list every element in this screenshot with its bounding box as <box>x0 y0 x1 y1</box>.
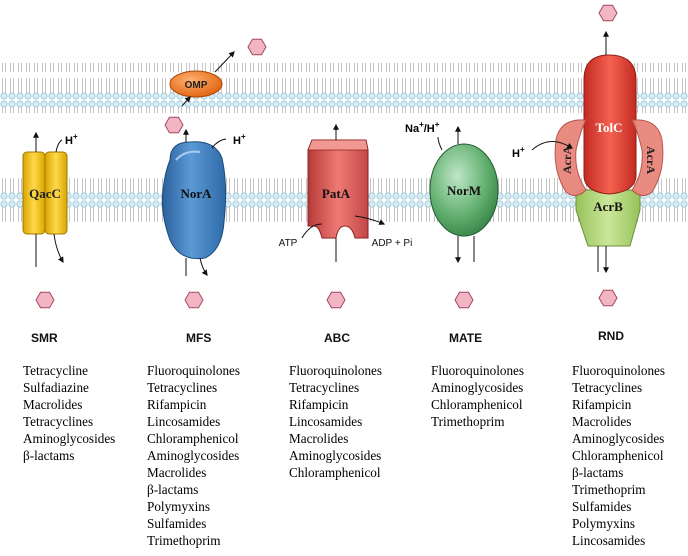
drug-item: Chloramphenicol <box>147 431 239 446</box>
drug-molecule-icon <box>35 291 55 309</box>
nora-transporter <box>161 141 227 260</box>
outer-membrane <box>0 63 688 113</box>
acra-left-label: AcrA <box>560 146 574 174</box>
na-h-label: Na+/H+ <box>405 120 440 135</box>
family-label-mfs: MFS <box>186 331 212 345</box>
h-label-rnd: H+ <box>512 145 525 160</box>
qacc-h-arrow <box>55 139 63 153</box>
drug-item: β-lactams <box>572 465 624 480</box>
omp-label: OMP <box>185 80 208 91</box>
atp-arrow <box>301 223 323 239</box>
drug-item: Aminoglycosides <box>572 431 665 446</box>
drug-molecule-icon <box>184 291 204 309</box>
drug-molecule-icon <box>598 289 618 307</box>
nora-h-arrow <box>211 138 227 149</box>
rnd-h-arrow <box>531 141 574 151</box>
drug-item: Fluoroquinolones <box>572 363 666 378</box>
drug-item: Trimethoprim <box>572 482 646 497</box>
tolc-transporter <box>583 54 637 195</box>
drug-item: Tetracyclines <box>289 380 360 395</box>
norm-na-arrow <box>437 136 443 151</box>
drug-item: Rifampicin <box>289 397 349 412</box>
drug-item: Sulfadiazine <box>23 380 89 395</box>
drug-item: Chloramphenicol <box>572 448 664 463</box>
drug-molecule-icon <box>454 291 474 309</box>
drug-item: Fluoroquinolones <box>431 363 525 378</box>
pata-transporter <box>307 139 369 239</box>
norm-label: NorM <box>447 183 481 198</box>
drug-item: Macrolides <box>289 431 349 446</box>
drug-item: Rifampicin <box>147 397 207 412</box>
acra-right <box>631 119 664 196</box>
atp-label: ATP <box>279 238 298 249</box>
omp-out-arrow <box>214 51 235 73</box>
drug-item: Chloramphenicol <box>431 397 523 412</box>
drug-item: Macrolides <box>572 414 632 429</box>
drug-molecule-icon <box>247 38 267 56</box>
qacc-transporter: QacC <box>22 151 68 235</box>
drug-item: Chloramphenicol <box>289 465 381 480</box>
drug-item: Fluoroquinolones <box>289 363 383 378</box>
family-label-mate: MATE <box>449 331 483 345</box>
qacc-label: QacC <box>29 186 61 201</box>
drug-molecule-icon <box>164 116 184 134</box>
drug-molecules <box>35 4 618 309</box>
drug-item: Fluoroquinolones <box>147 363 241 378</box>
drug-item: Sulfamides <box>572 499 632 514</box>
omp-porin <box>169 70 223 98</box>
drug-item: Trimethoprim <box>147 533 221 548</box>
drug-item: Sulfamides <box>147 516 207 531</box>
family-label-smr: SMR <box>31 331 58 345</box>
drug-item: Lincosamides <box>147 414 221 429</box>
drug-item: Aminoglycosides <box>23 431 116 446</box>
family-label-rnd: RND <box>598 329 624 343</box>
nora-highlight <box>175 150 201 161</box>
drug-item: Rifampicin <box>572 397 632 412</box>
drug-item: Polymyxins <box>572 516 636 531</box>
drug-item: β-lactams <box>23 448 75 463</box>
pata-top <box>307 139 369 151</box>
acra-left <box>554 119 587 196</box>
qacc-in-arrow <box>53 233 64 264</box>
h-label-qacc: H+ <box>65 132 78 147</box>
adp-arrow <box>354 215 386 225</box>
norm-transporter <box>429 143 499 237</box>
drug-item: Tetracyclines <box>23 414 94 429</box>
acra-right-label: AcrA <box>644 146 658 174</box>
drug-item: Polymyxins <box>147 499 211 514</box>
pata-label: PatA <box>322 186 351 201</box>
adp-label: ADP + Pi <box>372 238 413 249</box>
drug-item: Tetracyclines <box>147 380 218 395</box>
drug-molecule-icon <box>326 291 346 309</box>
h-label-nora: H+ <box>233 132 246 147</box>
tolc-label: TolC <box>596 120 623 135</box>
drug-item: Macrolides <box>23 397 83 412</box>
drug-item: Trimethoprim <box>431 414 505 429</box>
drug-item: β-lactams <box>147 482 199 497</box>
drug-item: Aminoglycosides <box>431 380 524 395</box>
acrb-label: AcrB <box>593 199 623 214</box>
drug-molecule-icon <box>598 4 618 22</box>
drug-item: Aminoglycosides <box>147 448 240 463</box>
nora-in-arrow <box>199 257 208 276</box>
drug-item: Lincosamides <box>289 414 363 429</box>
drug-item: Tetracyclines <box>572 380 643 395</box>
drug-item: Macrolides <box>147 465 207 480</box>
nora-label: NorA <box>180 186 212 201</box>
drug-item: Lincosamides <box>572 533 646 548</box>
drug-item: Aminoglycosides <box>289 448 382 463</box>
family-label-abc: ABC <box>324 331 350 345</box>
drug-item: Tetracycline <box>23 363 88 378</box>
omp-in-arrow <box>181 96 191 107</box>
